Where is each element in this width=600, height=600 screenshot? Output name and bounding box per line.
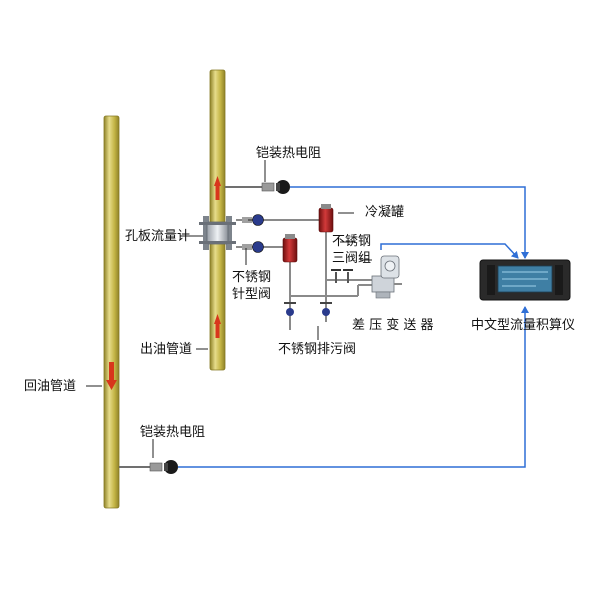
leader-lines — [86, 160, 372, 458]
return-pipe-label: 回油管道 — [24, 379, 77, 394]
dp-transmitter-label: 差 压 变 送 器 — [352, 318, 434, 333]
needle-valve-label-2: 针型阀 — [232, 287, 272, 302]
return-pipe — [103, 115, 120, 509]
outlet-flow-arrow-bottom — [214, 314, 221, 338]
thermo-sensor-icon — [261, 180, 290, 194]
orifice-plate-icon — [199, 216, 236, 250]
valve-icon — [284, 302, 332, 316]
needle-valve-label-1: 不锈钢 — [232, 270, 272, 285]
drain-valve-label: 不锈钢排污阀 — [278, 342, 357, 357]
flow-computer-label: 中文型流量积算仪 — [471, 318, 576, 333]
signal-lines — [178, 186, 529, 468]
outlet-pipe-label: 出油管道 — [140, 342, 193, 357]
condenser-pot-icon — [318, 204, 334, 233]
return-flow-arrow — [106, 362, 117, 390]
valve-icon — [242, 214, 264, 253]
flow-computer-icon — [479, 259, 571, 301]
transmitter-icon — [371, 255, 402, 299]
valve-icon — [331, 269, 353, 283]
rtd-top-label: 铠装热电阻 — [256, 146, 322, 161]
rtd-bottom-label: 铠装热电阻 — [140, 425, 206, 440]
orifice-meter-label: 孔板流量计 — [125, 229, 191, 244]
outlet-pipe — [209, 69, 226, 371]
outlet-flow-arrow-top — [214, 176, 221, 200]
ss-tri-valve-label-1: 不锈钢 — [332, 234, 372, 249]
ss-tri-valve-label-2: 三阀组 — [332, 251, 372, 266]
condenser-pot-icon — [282, 234, 298, 263]
condenser-label: 冷凝罐 — [365, 205, 405, 220]
thermo-sensor-icon — [149, 460, 178, 474]
